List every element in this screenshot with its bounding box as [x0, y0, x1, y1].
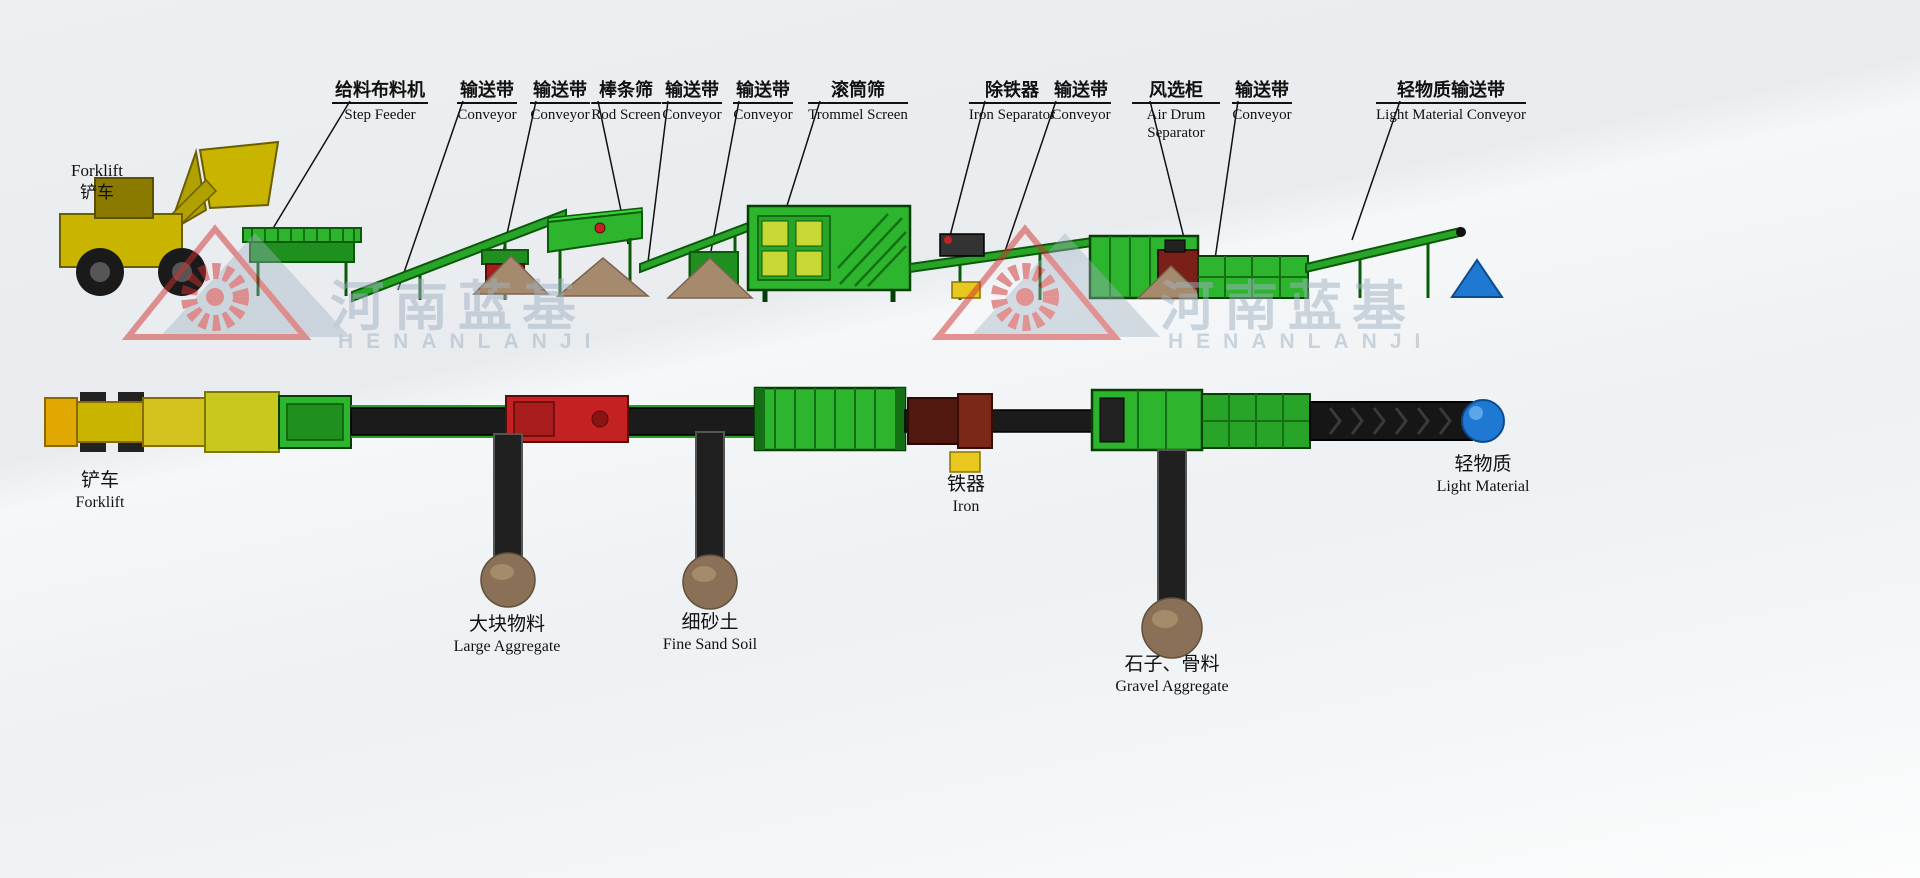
label-rod-screen: 棒条筛 Rod Screen	[591, 80, 661, 124]
label-fine-sand-soil: 细砂土 Fine Sand Soil	[663, 610, 757, 655]
large-aggregate-pile	[480, 552, 536, 608]
label-conveyor-2-en: Conveyor	[530, 107, 590, 123]
label-conveyor-6-cn: 输送带	[1232, 80, 1292, 104]
label-forklift-plan: 铲车 Forklift	[76, 468, 125, 513]
label-step-feeder-cn: 给料布料机	[332, 80, 428, 104]
light-material-sphere	[1461, 399, 1505, 443]
label-forklift-side-en: Forklift	[71, 161, 123, 180]
label-light-material-conveyor: 轻物质输送带 Light Material Conveyor	[1376, 80, 1526, 124]
discharge-pile-3	[666, 256, 754, 299]
label-rod-screen-en: Rod Screen	[591, 107, 661, 123]
iron-output-box-side	[951, 281, 981, 299]
label-conveyor-3: 输送带 Conveyor	[662, 80, 722, 124]
label-conveyor-2-cn: 输送带	[530, 80, 590, 104]
incline-conveyor-4-side	[1305, 226, 1466, 298]
label-trommel-screen-cn: 滚筒筛	[808, 80, 908, 104]
label-air-drum-separator-cn: 风选柜	[1132, 80, 1220, 104]
label-air-drum-separator-en: Air Drum Separator	[1146, 107, 1206, 141]
label-trommel-screen: 滚筒筛 Trommel Screen	[808, 80, 908, 124]
label-step-feeder-en: Step Feeder	[344, 107, 416, 123]
label-conveyor-5-cn: 输送带	[1051, 80, 1111, 104]
leader-lines	[271, 100, 1401, 291]
label-iron-en: Iron	[952, 498, 980, 515]
enclosed-conveyor-plan	[1201, 393, 1311, 449]
label-gravel-aggregate: 石子、骨料 Gravel Aggregate	[1115, 652, 1228, 697]
label-fine-sand-soil-cn: 细砂土	[681, 612, 739, 633]
step-feeder-side	[242, 227, 362, 296]
fine-sand-pile	[682, 554, 738, 610]
leader-line	[1149, 100, 1189, 255]
air-separator-plan	[1090, 388, 1204, 452]
cross-conveyor-2-plan	[695, 431, 725, 561]
label-conveyor-1: 输送带 Conveyor	[457, 80, 517, 124]
leader-line	[1213, 100, 1239, 267]
label-light-material-cn: 轻物质	[1454, 454, 1512, 475]
leader-line	[705, 100, 740, 279]
enclosed-conveyor-side	[1197, 255, 1309, 299]
hopper-plan	[204, 391, 280, 453]
iron-output-box-plan	[949, 451, 981, 473]
label-iron-separator-en: Iron Separator	[968, 107, 1056, 123]
cross-conveyor-3-plan	[1157, 449, 1187, 609]
label-conveyor-5-en: Conveyor	[1051, 107, 1111, 123]
label-light-material-en: Light Material	[1436, 478, 1530, 495]
label-forklift-plan-en: Forklift	[75, 494, 125, 511]
label-conveyor-1-cn: 输送带	[457, 80, 517, 104]
label-large-aggregate-cn: 大块物料	[468, 614, 546, 635]
discharge-pile-2	[555, 257, 651, 297]
belt-2-plan	[904, 393, 1093, 449]
label-conveyor-4-cn: 输送带	[733, 80, 793, 104]
label-gravel-aggregate-en: Gravel Aggregate	[1115, 678, 1229, 695]
forklift-plan-view	[44, 392, 206, 452]
label-rod-screen-cn: 棒条筛	[591, 80, 661, 104]
label-forklift-plan-cn: 铲车	[80, 470, 120, 491]
cross-conveyor-1-plan	[493, 433, 523, 563]
leader-line	[647, 100, 669, 263]
label-large-aggregate: 大块物料 Large Aggregate	[454, 612, 561, 657]
trommel-screen-side	[746, 204, 912, 302]
trommel-plan	[753, 386, 907, 452]
feeder-plan	[278, 395, 352, 449]
leader-line	[784, 100, 821, 213]
discharge-pile-1	[472, 254, 550, 295]
label-conveyor-4-en: Conveyor	[733, 107, 793, 123]
label-iron: 铁器 Iron	[947, 472, 985, 517]
leader-line	[949, 100, 986, 237]
label-gravel-aggregate-cn: 石子、骨料	[1124, 654, 1220, 675]
label-step-feeder: 给料布料机 Step Feeder	[332, 80, 428, 124]
label-large-aggregate-en: Large Aggregate	[453, 638, 561, 655]
rod-screen-side	[547, 207, 643, 296]
iron-separator-side	[939, 233, 985, 257]
label-conveyor-4: 输送带 Conveyor	[733, 80, 793, 124]
leader-line	[397, 100, 464, 291]
label-forklift-side: Forklift 铲车	[71, 160, 123, 204]
leader-line	[1351, 100, 1401, 241]
label-trommel-screen-en: Trommel Screen	[808, 107, 908, 123]
label-conveyor-6-en: Conveyor	[1232, 107, 1292, 123]
label-forklift-side-cn: 铲车	[79, 183, 114, 202]
label-iron-separator-cn: 除铁器	[968, 80, 1056, 104]
light-material-cone-side	[1450, 258, 1504, 298]
label-light-material: 轻物质 Light Material	[1437, 452, 1530, 497]
crusher-plan	[505, 395, 629, 443]
label-conveyor-5: 输送带 Conveyor	[1051, 80, 1111, 124]
label-conveyor-6: 输送带 Conveyor	[1232, 80, 1292, 124]
label-fine-sand-soil-en: Fine Sand Soil	[662, 636, 758, 653]
label-conveyor-1-en: Conveyor	[457, 107, 517, 123]
label-conveyor-2: 输送带 Conveyor	[530, 80, 590, 124]
gravel-pile	[1141, 597, 1203, 659]
leader-line	[271, 100, 351, 231]
leader-line	[1001, 100, 1057, 261]
label-conveyor-3-cn: 输送带	[662, 80, 722, 104]
label-light-material-conveyor-en: Light Material Conveyor	[1376, 107, 1526, 123]
label-conveyor-3-en: Conveyor	[662, 107, 722, 123]
label-iron-cn: 铁器	[946, 474, 986, 495]
conveyor-3-side	[909, 236, 1093, 300]
label-light-material-conveyor-cn: 轻物质输送带	[1376, 80, 1526, 104]
discharge-pile-4	[1136, 264, 1206, 299]
label-air-drum-separator: 风选柜 Air Drum Separator	[1132, 80, 1220, 142]
light-material-conveyor-plan	[1309, 401, 1473, 441]
label-iron-separator: 除铁器 Iron Separator	[968, 80, 1056, 124]
